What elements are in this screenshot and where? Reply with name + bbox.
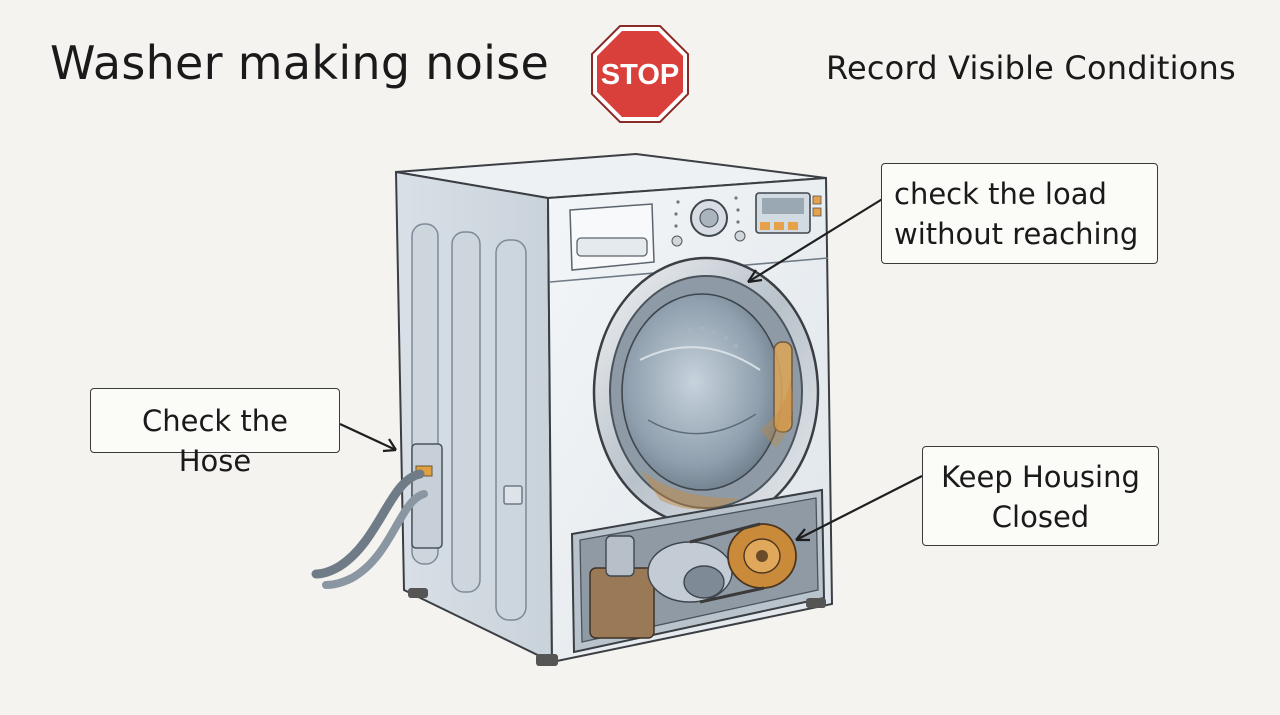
callout-check-hose-text: Check the Hose: [141, 404, 289, 478]
callout-housing-line1: Keep Housing: [941, 460, 1140, 494]
callout-check-load-line2: without reaching: [894, 217, 1139, 251]
arrow-load: [747, 197, 885, 283]
detergent-drawer: [569, 203, 655, 271]
water-hose: [311, 469, 425, 579]
callout-keep-housing-closed: Keep Housing Closed: [922, 446, 1159, 546]
stop-sign-icon: STOP: [591, 25, 689, 123]
drum: [621, 293, 783, 491]
arrow-hose: [339, 423, 397, 451]
callout-check-load: check the load without reaching: [881, 163, 1158, 264]
page-subtitle: Record Visible Conditions: [826, 49, 1236, 87]
callout-housing-line2: Closed: [991, 500, 1090, 534]
page-title: Washer making noise: [50, 36, 550, 90]
callout-check-load-line1: check the load: [894, 177, 1107, 211]
arrow-housing: [795, 475, 923, 541]
callout-check-hose: Check the Hose: [90, 388, 340, 478]
stop-sign-label: STOP: [601, 59, 679, 91]
